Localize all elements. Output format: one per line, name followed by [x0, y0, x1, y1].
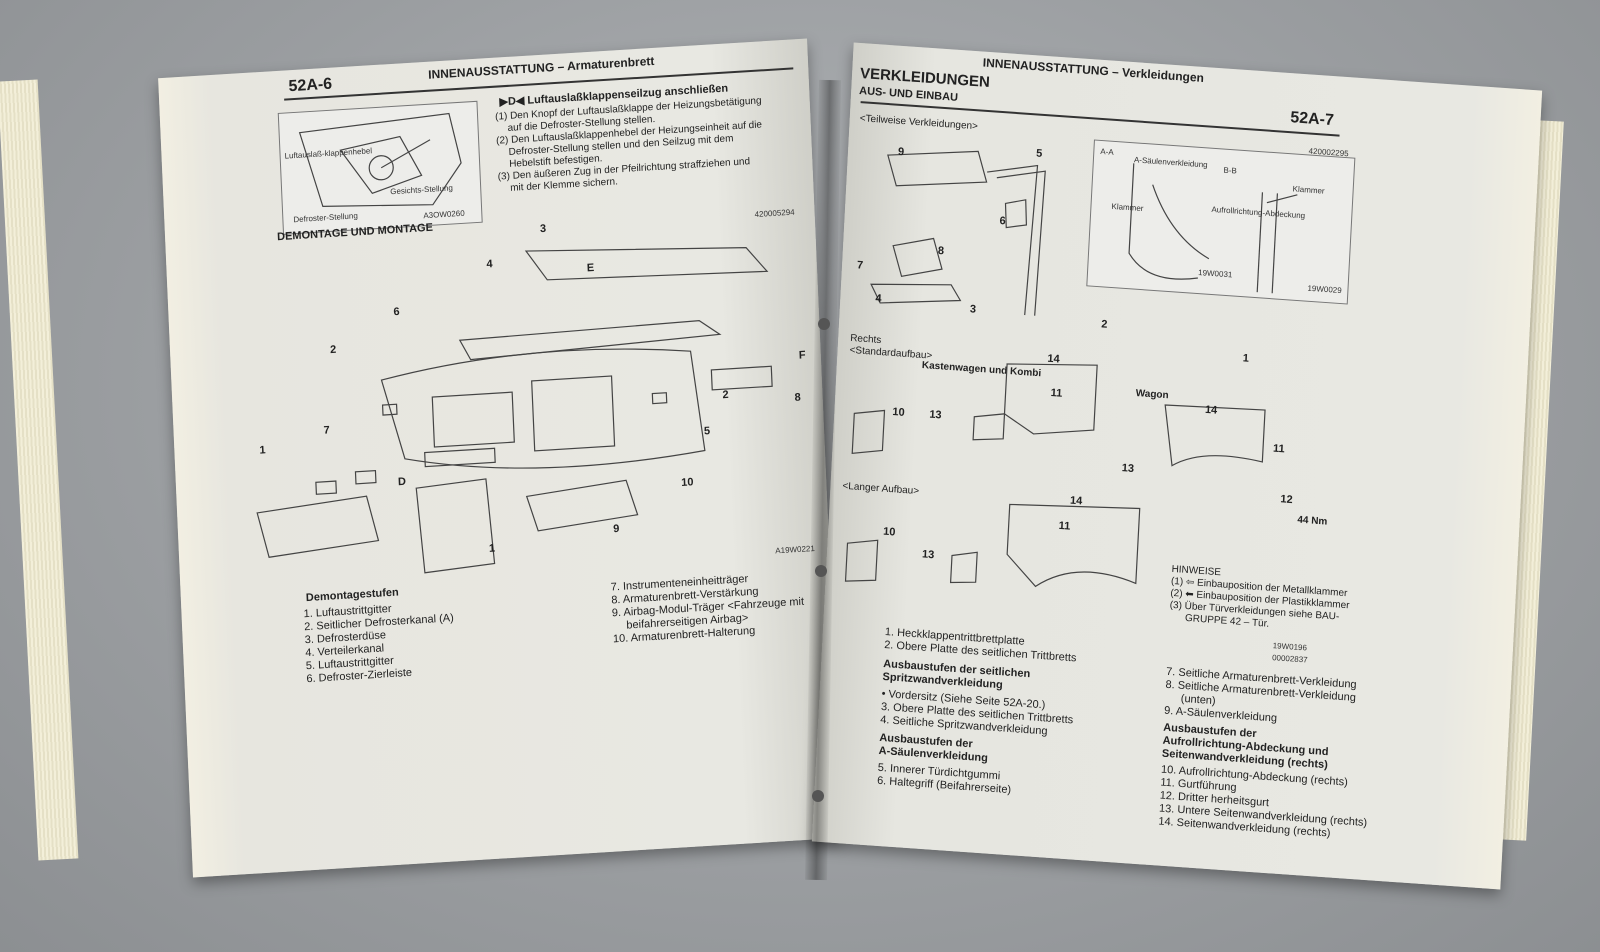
callout-2: 2 — [1100, 318, 1108, 331]
callout-8: 8 — [937, 244, 945, 258]
section-label: A-A — [1100, 146, 1114, 157]
callout-4: 4 — [875, 292, 882, 305]
callout-2: 2 — [329, 343, 337, 357]
binding-ring — [818, 318, 830, 330]
callout-5: 5 — [703, 425, 711, 438]
detail-diagram: Luftauslaß-klappenhebel Gesichts-Stellun… — [277, 100, 483, 235]
section-sketch — [1128, 163, 1298, 294]
hint-code: 19W0196 — [1272, 641, 1308, 653]
callout-f: F — [798, 349, 806, 362]
callout-7: 7 — [856, 259, 864, 272]
callout-10: 10 — [892, 406, 905, 419]
callout-4: 4 — [486, 258, 493, 271]
callout-1: 1 — [1242, 352, 1250, 365]
section-detail-diagram: A-A B-B A-Säulenverkleidung Klammer Klam… — [1086, 139, 1356, 305]
callout-11: 11 — [1050, 387, 1063, 400]
left-page-number: 52A-6 — [288, 75, 333, 96]
heater-lever-sketch — [298, 112, 462, 207]
callout-9: 9 — [612, 522, 620, 536]
callout-10: 10 — [681, 476, 694, 489]
callout-1b: 1 — [488, 542, 496, 555]
callout-7: 7 — [323, 424, 331, 437]
callout-e: E — [586, 261, 595, 275]
callout-12: 12 — [1280, 493, 1293, 507]
callout-3: 3 — [969, 303, 977, 316]
callout-14c: 14 — [1069, 494, 1083, 508]
callout-14: 14 — [1047, 352, 1060, 366]
callout-10b: 10 — [882, 525, 896, 539]
left-page: 52A-6 INNENAUSSTATTUNG – Armaturenbrett … — [158, 38, 842, 878]
dashboard-exploded-diagram — [256, 247, 773, 574]
list-item: 9. A-Säulenverkleidung — [1163, 704, 1278, 725]
callout-14b: 14 — [1204, 403, 1218, 417]
a-pillar-diagram — [870, 150, 1046, 316]
callout-13b: 13 — [1121, 462, 1135, 476]
callout-11c: 11 — [1058, 519, 1071, 533]
callout-9: 9 — [897, 145, 905, 159]
binding-ring — [815, 565, 827, 577]
list-item: (unten) — [1180, 692, 1216, 708]
callout-2b: 2 — [722, 388, 729, 402]
callout-11b: 11 — [1272, 442, 1285, 456]
right-page: INNENAUSSTATTUNG – Verkleidungen 52A-7 V… — [811, 42, 1543, 890]
callout-3: 3 — [539, 222, 547, 236]
callout-13c: 13 — [921, 548, 935, 562]
callout-1: 1 — [259, 444, 266, 457]
callout-d: D — [397, 475, 407, 489]
callout-5: 5 — [1035, 147, 1043, 160]
callout-8: 8 — [794, 391, 802, 404]
binding-ring — [812, 790, 824, 802]
hint-code: 00002837 — [1271, 653, 1308, 665]
side-wall-diagrams — [844, 363, 1266, 588]
right-page-number: 52A-7 — [1289, 109, 1335, 130]
callout-6: 6 — [393, 305, 400, 319]
partial-label: <Teilweise Verkleidungen> — [859, 113, 979, 133]
callout-6: 6 — [999, 215, 1007, 228]
callout-13: 13 — [929, 408, 942, 422]
section-label: B-B — [1223, 165, 1238, 176]
